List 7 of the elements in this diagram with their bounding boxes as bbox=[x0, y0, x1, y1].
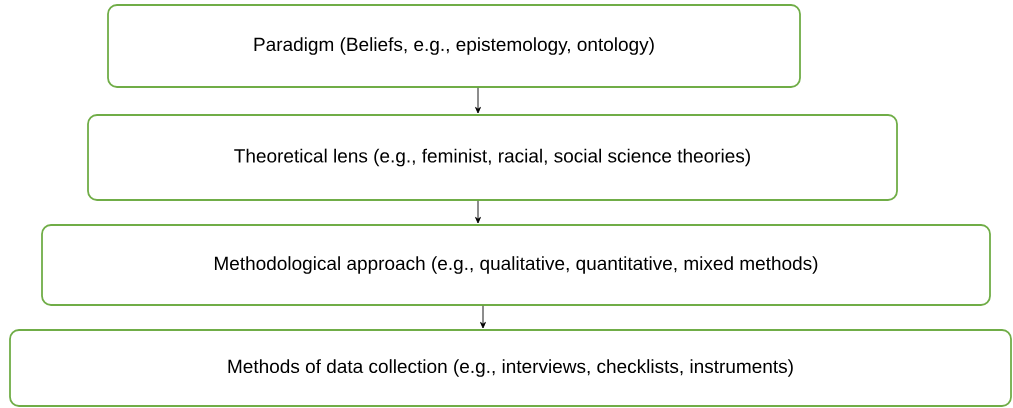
process-box: Methodological approach (e.g., qualitative, quantitative, mixed methods) bbox=[41, 224, 991, 306]
process-box: Paradigm (Beliefs, e.g., epistemology, ontology) bbox=[107, 4, 801, 88]
arrow bbox=[475, 200, 481, 224]
arrow bbox=[475, 87, 481, 114]
arrow bbox=[480, 305, 486, 329]
process-box: Methods of data collection (e.g., interviews, checklists, instruments) bbox=[9, 329, 1012, 407]
process-box: Theoretical lens (e.g., feminist, racial, social science theories) bbox=[87, 114, 898, 201]
